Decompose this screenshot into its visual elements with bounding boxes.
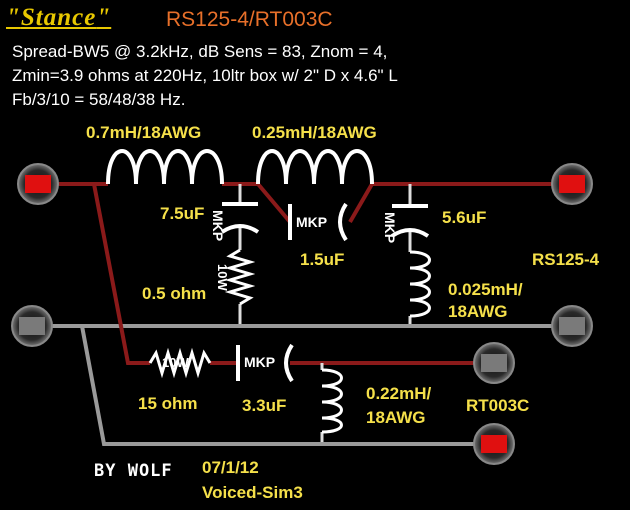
version-label: Voiced-Sim3 bbox=[202, 483, 303, 502]
watt-label-0-5ohm: 10W bbox=[215, 264, 230, 291]
label-cap-1-5uf: 1.5uF bbox=[300, 250, 345, 269]
date-label: 07/1/12 bbox=[202, 458, 259, 477]
input-positive-terminal bbox=[17, 163, 59, 205]
label-inductor-0-22mh-2: 18AWG bbox=[366, 408, 426, 427]
label-cap-5-6uf: 5.6uF bbox=[442, 208, 487, 227]
mkp-label-7-5uf: MKP bbox=[210, 210, 226, 242]
capacitor-1-5uf bbox=[288, 202, 348, 242]
label-inductor-0-25mh: 0.25mH/18AWG bbox=[252, 123, 377, 142]
label-woofer: RS125-4 bbox=[532, 250, 600, 269]
woofer-positive-terminal bbox=[551, 163, 593, 205]
label-tweeter: RT003C bbox=[466, 396, 530, 415]
shunt-wires bbox=[238, 184, 412, 442]
spec-line-3: Fb/3/10 = 58/48/38 Hz. bbox=[12, 90, 186, 109]
input-negative-terminal bbox=[11, 305, 53, 347]
positive-wires bbox=[38, 182, 572, 365]
brand-title: "Stance" bbox=[6, 4, 111, 32]
brand-name: Stance bbox=[20, 4, 97, 31]
label-res-15ohm: 15 ohm bbox=[138, 394, 198, 413]
inductor-0-25mh bbox=[256, 149, 374, 185]
inductor-0-025mh bbox=[409, 250, 431, 318]
label-inductor-0-025mh-1: 0.025mH/ bbox=[448, 280, 523, 299]
brand-quote-close: " bbox=[96, 4, 112, 31]
label-inductor-0-7mh: 0.7mH/18AWG bbox=[86, 123, 202, 142]
capacitor-3-3uf bbox=[236, 343, 294, 383]
label-cap-3-3uf: 3.3uF bbox=[242, 396, 287, 415]
mkp-label-5-6uf: MKP bbox=[382, 212, 398, 244]
inductor-0-7mh bbox=[106, 149, 224, 185]
label-inductor-0-025mh-2: 18AWG bbox=[448, 302, 508, 321]
capacitor-5-6uf bbox=[390, 204, 430, 238]
label-cap-7-5uf: 7.5uF bbox=[160, 204, 205, 223]
mkp-label-1-5uf: MKP bbox=[296, 214, 328, 230]
author-signature: BY WOLF bbox=[94, 461, 173, 481]
label-inductor-0-22mh-1: 0.22mH/ bbox=[366, 384, 432, 403]
tweeter-positive-terminal bbox=[473, 423, 515, 465]
inductor-0-22mh bbox=[321, 368, 343, 434]
brand-quote-open: " bbox=[6, 4, 21, 31]
resistor-15ohm bbox=[148, 347, 212, 379]
watt-label-15ohm: 10W bbox=[162, 355, 189, 370]
negative-wires bbox=[38, 324, 572, 446]
spec-line-1: Spread-BW5 @ 3.2kHz, dB Sens = 83, Znom … bbox=[12, 42, 388, 61]
label-res-0-5ohm: 0.5 ohm bbox=[142, 284, 207, 303]
mkp-label-3-3uf: MKP bbox=[244, 354, 276, 370]
spec-line-2: Zmin=3.9 ohms at 220Hz, 10ltr box w/ 2" … bbox=[12, 66, 398, 85]
model-title: RS125-4/RT003C bbox=[166, 8, 333, 31]
resistor-0-5ohm bbox=[224, 248, 256, 306]
tweeter-negative-terminal bbox=[473, 342, 515, 384]
woofer-negative-terminal bbox=[551, 305, 593, 347]
capacitor-7-5uf bbox=[220, 202, 260, 234]
